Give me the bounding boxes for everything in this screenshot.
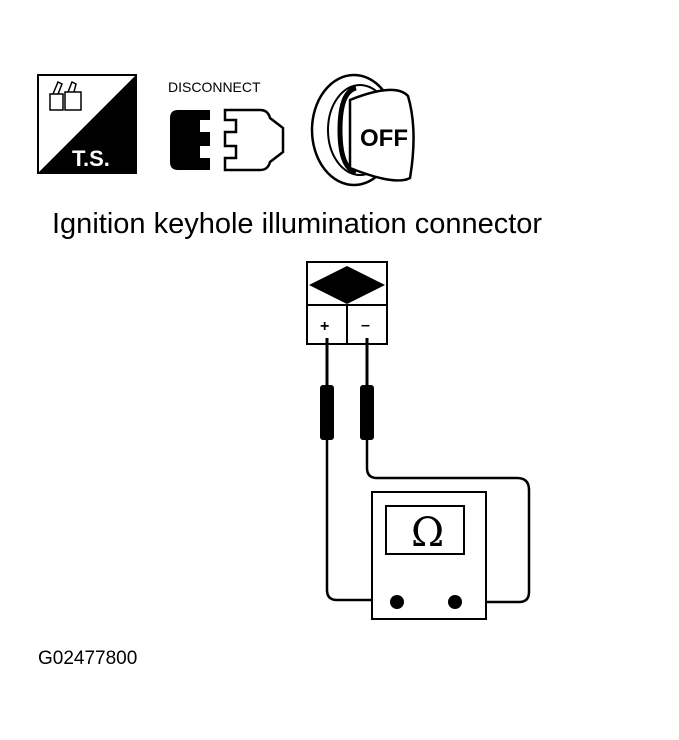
- key-off-label: OFF: [360, 125, 408, 152]
- ts-label: T.S.: [72, 146, 110, 171]
- positive-probe: [320, 338, 397, 602]
- ohmmeter: Ω: [371, 491, 487, 620]
- pin-positive-label: +: [320, 318, 329, 335]
- meter-display: [385, 505, 465, 555]
- ohm-symbol: Ω: [411, 510, 444, 556]
- ignition-key-icon: OFF: [310, 73, 415, 187]
- connector-body-shape: [309, 266, 385, 304]
- disconnect-label: DISCONNECT: [168, 79, 261, 95]
- pin-negative-label: –: [361, 317, 370, 334]
- meter-terminal-negative: [448, 595, 462, 609]
- disconnect-icon: DISCONNECT: [168, 79, 285, 172]
- negative-probe: [360, 338, 531, 604]
- diagram-title: Ignition keyhole illumination connector: [52, 208, 542, 240]
- figure-code: G02477800: [38, 648, 137, 669]
- connector: + –: [306, 261, 388, 345]
- ts-icon: T.S.: [37, 74, 137, 174]
- meter-terminal-positive: [390, 595, 404, 609]
